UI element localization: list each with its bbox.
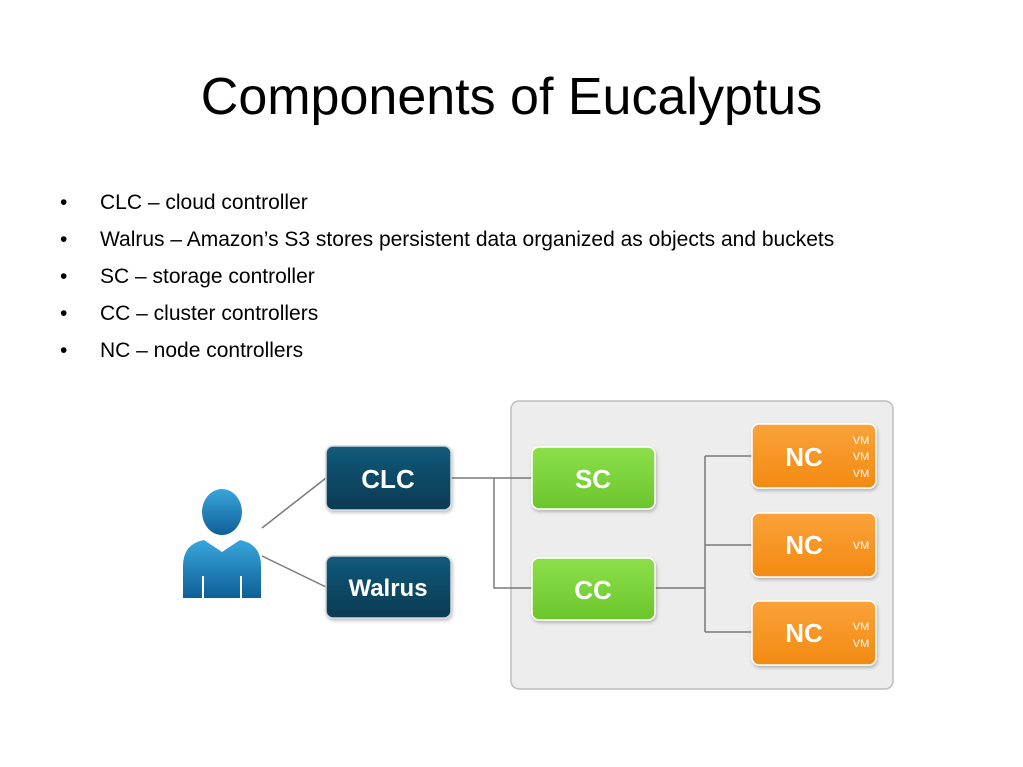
walrus-label: Walrus (348, 575, 427, 602)
cc-node: CC (531, 557, 656, 621)
bullet-text: SC – storage controller (100, 265, 315, 288)
bullet-marker: • (60, 265, 68, 288)
bullet-text: CC – cluster controllers (100, 302, 319, 325)
nc-label: NC (785, 442, 823, 472)
bullet-marker: • (60, 191, 68, 214)
bullet-item: • SC – storage controller (60, 258, 980, 295)
nc-label: NC (785, 618, 823, 648)
walrus-node: Walrus (325, 555, 452, 619)
vm-label: VM (853, 638, 870, 650)
bullet-item: • CLC – cloud controller (60, 184, 980, 221)
vm-label: VM (853, 435, 870, 447)
clc-node: CLC (325, 445, 452, 511)
nc-node-3: NC VM VM (751, 600, 877, 666)
sc-node: SC (531, 446, 656, 510)
nc-node-1: NC VM VM VM (751, 423, 877, 489)
bullet-item: • Walrus – Amazon’s S3 stores persistent … (60, 221, 980, 258)
vm-label: VM (853, 621, 870, 633)
bullet-text: CLC – cloud controller (100, 191, 308, 214)
sc-label: SC (575, 464, 611, 494)
bullet-list: • CLC – cloud controller • Walrus – Amazon… (60, 184, 980, 369)
bullet-marker: • (60, 228, 68, 251)
bullet-text: Walrus – Amazon’s S3 stores persistent d… (100, 228, 835, 251)
slide-title: Components of Eucalyptus (200, 68, 823, 126)
cluster-panel (510, 400, 894, 690)
vm-label: VM (853, 468, 870, 480)
bullet-marker: • (60, 339, 68, 362)
bullet-item: • NC – node controllers (60, 332, 980, 369)
bullet-item: • CC – cluster controllers (60, 295, 980, 332)
clc-label: CLC (361, 464, 415, 494)
user-icon (183, 489, 261, 598)
nc-label: NC (785, 530, 823, 560)
nc-node-2: NC VM (751, 512, 877, 578)
bullet-marker: • (60, 302, 68, 325)
cc-label: CC (574, 575, 612, 605)
vm-label: VM (853, 451, 870, 463)
vm-label: VM (853, 540, 870, 552)
bullet-text: NC – node controllers (100, 339, 304, 362)
connector-lines (261, 455, 752, 633)
